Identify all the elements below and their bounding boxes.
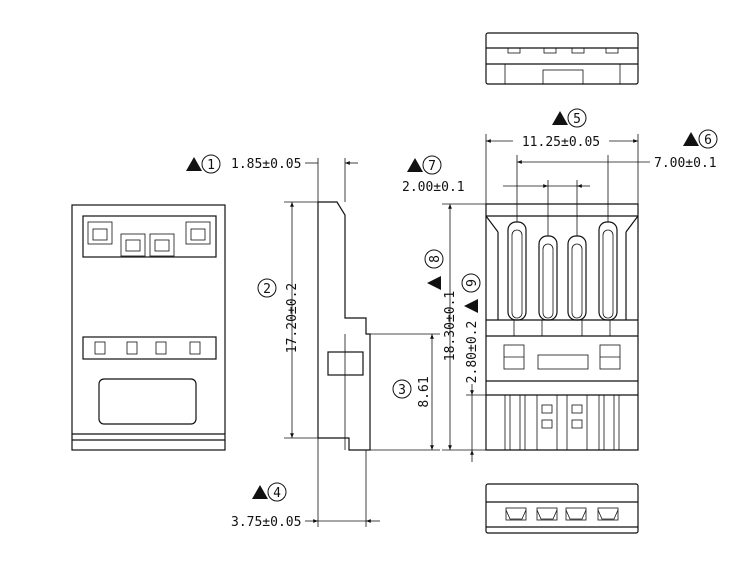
dim-4-callout: 4 3.75±0.05 (231, 482, 301, 530)
top-view (485, 32, 639, 85)
dim-1-callout: 1 1.85±0.05 (186, 154, 301, 174)
dim-3-value: 8.61 (417, 376, 432, 407)
dim-2-value: 17.20±0.2 (285, 283, 300, 353)
side-view (284, 158, 440, 527)
plan-view (442, 134, 650, 462)
dim-3-marker: 3 (398, 383, 406, 398)
dim-6-value: 7.00±0.1 (654, 156, 717, 171)
dim-9-callout: 9 2.80±0.2 (461, 273, 481, 384)
dim-6-marker: 6 (704, 133, 712, 148)
dim-8-marker: 8 (428, 255, 443, 263)
dim-7-marker: 7 (428, 159, 436, 174)
dim-3-callout: 3 8.61 (392, 376, 432, 408)
dim-8-callout: 8 18.30±0.1 (424, 249, 458, 361)
dim-9-marker: 9 (465, 279, 480, 287)
dim-8-value: 18.30±0.1 (443, 291, 458, 361)
dim-5-callout: 5 11.25±0.05 (522, 108, 600, 150)
dim-2-marker: 2 (263, 282, 271, 297)
dim-5-marker: 5 (573, 112, 581, 127)
bottom-view (485, 483, 639, 534)
dim-9-value: 2.80±0.2 (465, 321, 480, 384)
dim-4-marker: 4 (273, 486, 281, 501)
dim-2-callout: 2 17.20±0.2 (257, 278, 300, 353)
dim-7-callout: 7 2.00±0.1 (402, 155, 465, 195)
dim-7-value: 2.00±0.1 (402, 180, 465, 195)
front-view (71, 204, 226, 451)
dim-5-value: 11.25±0.05 (522, 135, 600, 150)
dim-6-callout: 6 7.00±0.1 (654, 129, 718, 171)
dim-1-marker: 1 (207, 158, 215, 173)
dim-1-value: 1.85±0.05 (231, 157, 301, 172)
dim-4-value: 3.75±0.05 (231, 515, 301, 530)
